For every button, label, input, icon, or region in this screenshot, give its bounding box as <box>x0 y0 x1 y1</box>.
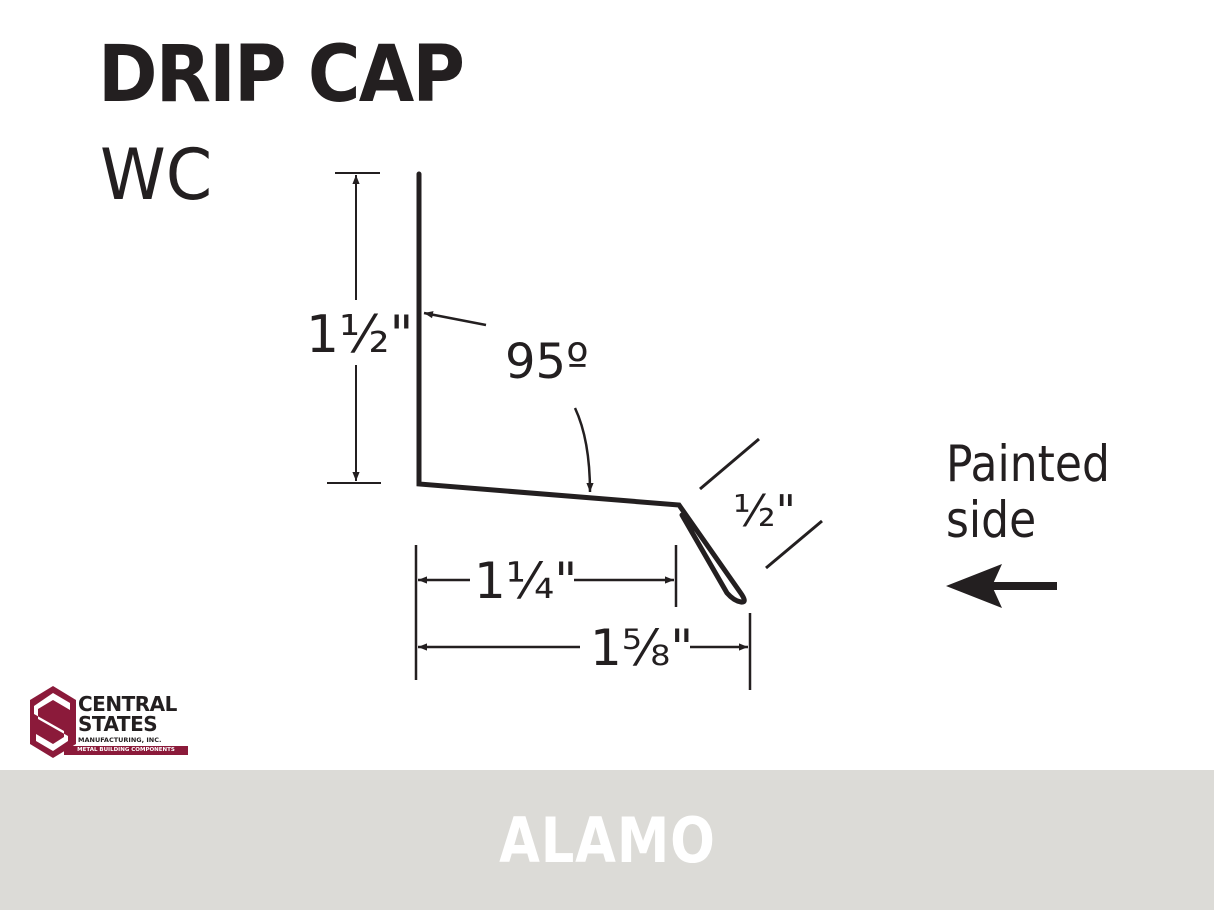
logo-s-mark-icon <box>30 686 76 758</box>
horizontal-overall-label: 1⅝" <box>590 619 693 677</box>
profile-shape <box>416 171 747 605</box>
product-code: WC <box>100 134 213 216</box>
horizontal-overall-dimension <box>418 613 752 690</box>
product-title: DRIP CAP <box>98 30 465 120</box>
central-states-logo: CENTRAL STATES MANUFACTURING, INC. METAL… <box>30 686 190 760</box>
painted-side-label: Painted side <box>946 436 1110 548</box>
angle-arrows <box>423 311 594 493</box>
painted-side-line1: Painted <box>946 435 1110 493</box>
color-name: ALAMO <box>498 803 716 877</box>
arrow-left-icon <box>946 564 1057 608</box>
logo-band: METAL BUILDING COMPONENTS <box>64 746 188 755</box>
logo-line3: MANUFACTURING, INC. <box>78 736 162 744</box>
painted-side-line2: side <box>946 491 1037 549</box>
hem-dimension <box>699 437 823 570</box>
vertical-dimension <box>327 172 381 484</box>
angle-label: 95º <box>505 334 589 390</box>
hem-dimension-label: ½" <box>733 486 796 537</box>
horizontal-inner-dimension <box>414 545 678 680</box>
drip-cap-profile-diagram: 1½" 95º ½" 1¼" 1⅝" <box>306 171 1057 690</box>
logo-line2: STATES <box>78 712 158 736</box>
vertical-dimension-label: 1½" <box>306 305 413 365</box>
horizontal-inner-label: 1¼" <box>474 552 577 610</box>
color-name-footer: ALAMO <box>0 770 1214 910</box>
logo-line1: CENTRAL <box>78 692 177 716</box>
